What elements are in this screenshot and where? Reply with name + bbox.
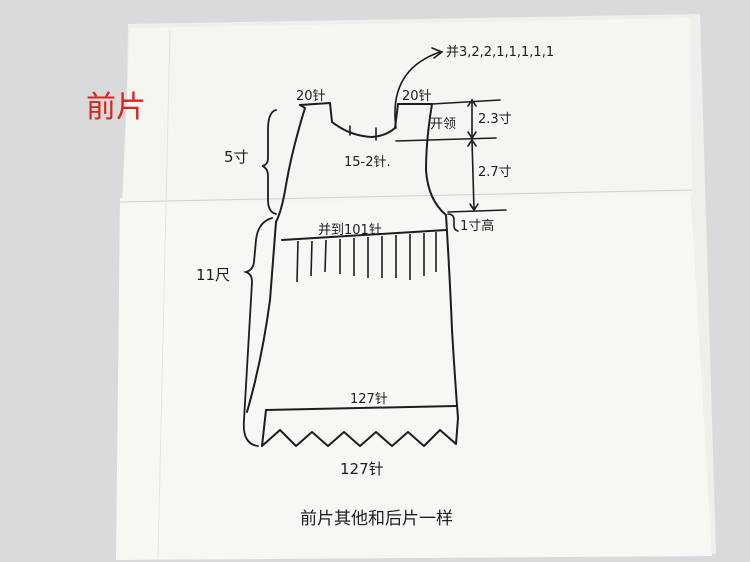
left-braces — [242, 109, 277, 447]
yoke-join-line — [281, 229, 447, 241]
caption: 前片其他和后片一样 — [300, 509, 453, 529]
rib-lines — [296, 232, 437, 283]
label-shoulder-right: 20针 — [402, 89, 432, 104]
decrease-arrow — [394, 51, 441, 129]
left-shoulder — [299, 102, 333, 123]
underarm-rule — [447, 209, 507, 213]
garment-outline — [246, 102, 459, 447]
paper-top — [122, 18, 692, 205]
label-hem-stitches: 127针 — [350, 392, 388, 407]
label-armhole-depth: 2.7寸 — [478, 165, 512, 180]
label-collar-depth: 2.3寸 — [478, 112, 512, 127]
paper-fold-edge — [119, 189, 693, 203]
zigzag-hem — [261, 409, 459, 447]
label-yoke-join: 并到101针 — [318, 223, 382, 238]
underarm-brace — [447, 213, 459, 232]
label-bottom-stitches: 127针 — [340, 460, 384, 478]
paper-ruled-line — [157, 29, 171, 559]
right-measurements — [349, 47, 507, 232]
label-neck-bottom: 15-2针. — [344, 155, 391, 170]
label-underarm-height: 1寸高 — [460, 218, 494, 234]
collar-top-rule — [431, 99, 501, 105]
left-armhole — [246, 104, 306, 413]
label-yoke-height: 5寸 — [224, 148, 249, 166]
neckline — [331, 103, 399, 138]
hem-line — [265, 405, 457, 411]
armhole-depth-arrow — [471, 139, 475, 211]
label-neck-decrease: 并3,2,2,1,1,1,1,1 — [446, 45, 554, 60]
label-body-length: 11尺 — [196, 266, 230, 284]
page-title: 前片 — [86, 90, 146, 125]
right-armhole — [425, 103, 459, 419]
front-paper-sheet — [116, 186, 712, 560]
length-brace — [242, 217, 273, 447]
collar-bottom-rule — [395, 137, 497, 142]
label-shoulder-left: 20针 — [296, 89, 326, 104]
yoke-brace — [261, 109, 277, 215]
label-open-collar: 开领 — [430, 117, 456, 132]
